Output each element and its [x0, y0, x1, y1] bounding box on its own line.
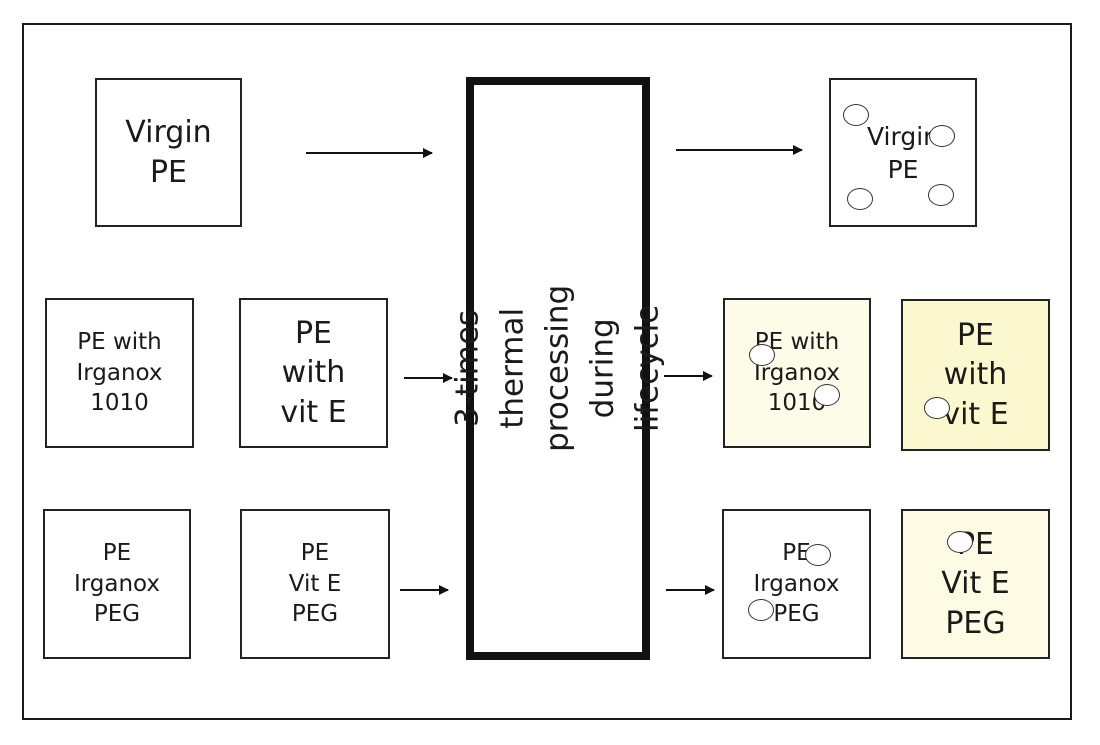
input-pe-vit-e-peg: PE Vit E PEG — [240, 509, 390, 659]
output-pe-vit-e-peg: PE Vit E PEG — [901, 509, 1050, 659]
process-label: 3-times thermal processing during lifecy… — [449, 284, 666, 453]
diagram-frame — [22, 23, 1072, 720]
input-pe-irganox-peg-label: PE Irganox PEG — [73, 540, 161, 628]
output-pe-vit-e-label: PE with vit E — [942, 317, 1009, 432]
input-pe-vit-e-label: PE with vit E — [280, 315, 347, 430]
input-virgin-pe: Virgin PE — [95, 78, 242, 227]
oxidation-bubble — [924, 397, 950, 419]
input-pe-vit-e: PE with vit E — [239, 298, 388, 448]
oxidation-bubble — [947, 531, 973, 553]
oxidation-bubble — [843, 104, 869, 126]
output-pe-vit-e: PE with vit E — [901, 299, 1050, 451]
oxidation-bubble — [847, 188, 873, 210]
input-pe-irganox-1010-label: PE with Irganox 1010 — [76, 329, 163, 417]
oxidation-bubble — [814, 384, 840, 406]
input-pe-irganox-peg: PE Irganox PEG — [43, 509, 191, 659]
oxidation-bubble — [749, 344, 775, 366]
output-virgin-pe-label: Virgin PE — [867, 121, 939, 184]
oxidation-bubble — [805, 544, 831, 566]
input-virgin-pe-label: Virgin PE — [125, 114, 212, 190]
oxidation-bubble — [748, 599, 774, 621]
output-virgin-pe: Virgin PE — [829, 78, 977, 227]
oxidation-bubble — [929, 125, 955, 147]
output-pe-irganox-1010: PE with Irganox 1010 — [723, 298, 871, 448]
input-pe-irganox-1010: PE with Irganox 1010 — [45, 298, 194, 448]
input-pe-vit-e-peg-label: PE Vit E PEG — [288, 540, 342, 628]
process-box: 3-times thermal processing during lifecy… — [450, 77, 665, 660]
oxidation-bubble — [928, 184, 954, 206]
output-pe-irganox-peg: PE Irganox PEG — [722, 509, 871, 659]
